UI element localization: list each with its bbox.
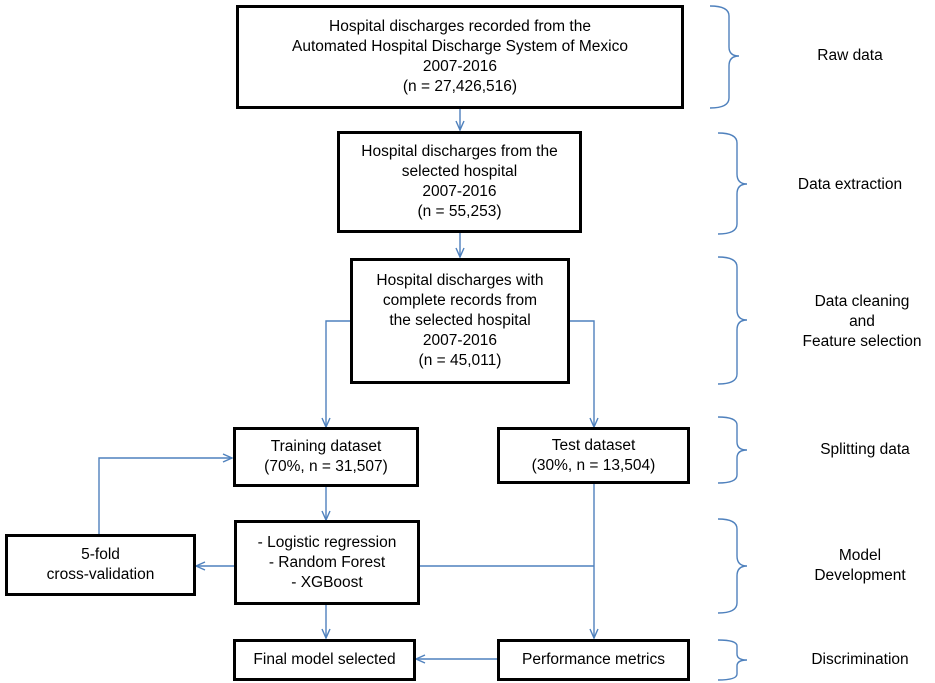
model-development-box: - Logistic regression - Random Forest - … [234,520,420,605]
arrow-cleaning-to-test [568,320,599,429]
data-cleaning-box: Hospital discharges with complete record… [350,258,570,384]
cleaning-box-line-4: 2007-2016 [422,332,498,349]
arrow-crossval-to-training [98,453,234,534]
cleaning-box-line-3: the selected hospital [389,312,531,329]
stage-model-development: Model Development [785,544,935,588]
stage-discrimination-label: Discrimination [811,651,909,668]
stage-discrimination: Discrimination [785,640,935,680]
performance-metrics-box: Performance metrics [497,639,690,681]
stage-cleaning-line-1: Data cleaning [814,293,910,310]
stage-splitting-label: Splitting data [820,441,910,458]
cross-validation-box: 5-fold cross-validation [5,534,196,596]
stage-data-cleaning: Data cleaning and Feature selection [787,289,935,355]
arrow-cleaning-to-training [321,320,352,429]
raw-box-line-2: Automated Hospital Discharge System of M… [292,38,628,55]
extraction-box-line-1: Hospital discharges from the [361,143,558,160]
stage-development-line-1: Model [838,547,882,564]
brace-raw [709,5,740,109]
performance-box-label: Performance metrics [522,651,665,668]
brace-splitting [717,416,748,484]
model-item-logistic: - Logistic regression [257,533,397,551]
stage-cleaning-line-2: and [849,313,875,330]
training-box-line-2: (70%, n = 31,507) [264,458,388,475]
raw-box-line-3: 2007-2016 [422,58,498,75]
stage-data-extraction: Data extraction [775,165,925,205]
stage-data-extraction-label: Data extraction [797,176,903,193]
training-dataset-box: Training dataset (70%, n = 31,507) [233,427,419,487]
stage-cleaning-line-3: Feature selection [802,333,922,350]
model-item-random-forest: - Random Forest [268,553,386,571]
extraction-box-line-3: 2007-2016 [422,183,497,200]
stage-splitting-data: Splitting data [790,430,935,470]
extraction-box-line-4: (n = 55,253) [417,203,502,220]
brace-development [717,518,748,614]
raw-data-box: Hospital discharges recorded from the Au… [236,5,684,109]
cleaning-box-line-2: complete records from [382,292,538,309]
final-model-box: Final model selected [233,639,416,681]
extraction-box-line-2: selected hospital [401,163,518,180]
stage-raw-data: Raw data [775,36,925,76]
stage-development-line-2: Development [814,567,906,584]
test-dataset-box: Test dataset (30%, n = 13,504) [497,427,690,484]
brace-extraction [717,132,748,235]
brace-discrimination [717,639,748,681]
training-box-line-1: Training dataset [270,438,382,455]
crossval-box-line-2: cross-validation [46,566,155,583]
test-box-line-2: (30%, n = 13,504) [531,456,656,474]
final-box-label: Final model selected [253,651,396,668]
test-box-line-1: Test dataset [551,436,636,454]
raw-box-line-1: Hospital discharges recorded from the [329,18,591,35]
brace-cleaning [717,256,748,385]
model-item-xgboost: - XGBoost [291,573,363,591]
stage-raw-data-label: Raw data [817,47,883,64]
cleaning-box-line-1: Hospital discharges with [376,272,544,289]
crossval-box-line-1: 5-fold [81,546,120,563]
data-extraction-box: Hospital discharges from the selected ho… [337,131,582,233]
raw-box-line-4: (n = 27,426,516) [402,78,518,95]
cleaning-box-line-5: (n = 45,011) [418,352,502,369]
